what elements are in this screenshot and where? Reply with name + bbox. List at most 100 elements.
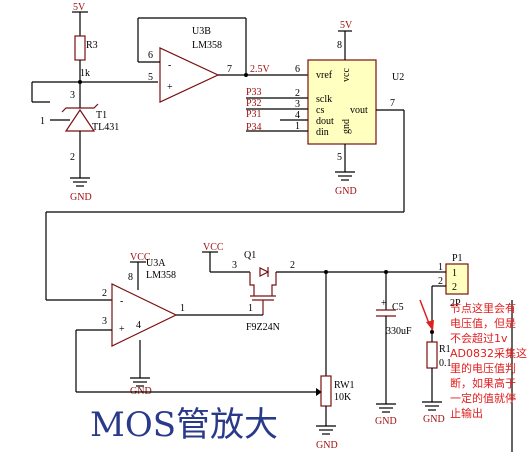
u2-dout: dout (316, 116, 334, 127)
ground-symbol-u3a (130, 377, 150, 387)
rw1-value: 10K (334, 392, 352, 403)
u2-ref: U2 (392, 72, 404, 83)
r1-ref: R1 (439, 344, 451, 355)
u3b-pin7: 7 (227, 64, 232, 75)
u2-gnd: gnd (341, 119, 352, 134)
power-5v-top-left: 5V (73, 2, 86, 13)
opamp-u3a (111, 283, 178, 347)
rw1-wiper-arrow (316, 388, 322, 396)
annotation-line-2: 不会超过1v (450, 331, 508, 345)
u3a-plus: + (119, 324, 125, 335)
mosfet-q1 (249, 267, 277, 315)
u2-din: din (316, 127, 329, 138)
u2-pin8: 8 (337, 40, 342, 51)
net-2v5: 2.5V (250, 64, 271, 75)
annotation-line-7: 止输出 (450, 406, 483, 420)
annotation-note: 节点这里会有 电压值，但是 不会超过1v AD0832采集这 里的电压值判 断，… (450, 301, 527, 420)
annotation-line-6: 一定的值就停 (450, 391, 516, 405)
u3a-value: LM358 (146, 270, 176, 281)
t1-pin3: 3 (70, 90, 75, 101)
u3a-pin3: 3 (102, 316, 107, 327)
annotation-line-1: 电压值，但是 (450, 317, 516, 330)
resistor-r1 (426, 341, 438, 369)
u2-vcc: vcc (341, 68, 352, 82)
page-title: MOS管放大 (90, 405, 278, 445)
net-p34: P34 (246, 122, 262, 133)
annotation-arrowhead (426, 320, 434, 331)
u3b-ref: U3B (192, 26, 211, 37)
r3-ref: R3 (86, 40, 98, 51)
annotation-line-4: 里的电压值判 (450, 361, 516, 375)
u3a-pin4: 4 (136, 320, 141, 331)
u2-pin6: 6 (295, 64, 300, 75)
t1-value: TL431 (92, 122, 119, 133)
junction (244, 73, 248, 77)
p1-value: 2P (450, 298, 461, 309)
r1-value: 0.1 (439, 358, 452, 369)
u3b-pin5: 5 (148, 72, 153, 83)
q1-value: F9Z24N (246, 322, 280, 333)
power-5v-u2: 5V (340, 20, 353, 31)
q1-pin3: 3 (232, 260, 237, 271)
c5-polarity: + (381, 298, 387, 309)
potentiometer-rw1 (320, 375, 332, 407)
t1-pin1: 1 (40, 116, 45, 127)
u2-pin4: 4 (295, 110, 300, 121)
gnd-label-rw1: GND (316, 440, 338, 451)
annotation-line-3: AD0832采集这 (450, 346, 527, 360)
u2-pin2: 2 (295, 88, 300, 99)
u3a-pin8: 8 (128, 272, 133, 283)
u2-pin5: 5 (337, 152, 342, 163)
u3a-ref: U3A (146, 258, 166, 269)
u2-pin3: 3 (295, 99, 300, 110)
net-p32: P32 (246, 98, 262, 109)
p1-pin1: 1 (438, 262, 443, 273)
q1-pin1: 1 (248, 303, 253, 314)
c5-value: 330uF (386, 326, 412, 337)
ground-symbol-u2 (335, 171, 355, 181)
u2-pin7: 7 (390, 98, 395, 109)
p1-pin2-label: 2 (452, 282, 457, 293)
net-p31: P31 (246, 109, 262, 120)
gnd-label-r1: GND (423, 414, 445, 425)
p1-pin1-label: 1 (452, 268, 457, 279)
q1-pin2: 2 (290, 260, 295, 271)
u3b-minus: - (168, 60, 171, 71)
u2-vout: vout (350, 105, 368, 116)
annotation-line-0: 节点这里会有 (450, 301, 516, 315)
ground-symbol-t1 (70, 177, 90, 187)
ground-symbol-r1 (422, 401, 442, 411)
annotation-line-5: 断，如果高于 (450, 376, 516, 390)
q1-ref: Q1 (244, 250, 256, 261)
t1-ref: T1 (96, 110, 107, 121)
r3-value: 1k (80, 68, 90, 79)
rw1-ref: RW1 (334, 380, 355, 391)
ic-u2 (307, 59, 377, 145)
u3a-pin1: 1 (180, 303, 185, 314)
u2-pin1: 1 (295, 121, 300, 132)
net-p33: P33 (246, 87, 262, 98)
gnd-label-t1: GND (70, 192, 92, 203)
u3b-plus: + (167, 82, 173, 93)
ground-symbol-rw1 (316, 425, 336, 435)
ground-symbol-c5 (376, 403, 396, 413)
resistor-r3 (74, 35, 86, 61)
u2-cs: cs (316, 105, 324, 116)
vcc-label-q1: VCC (203, 242, 224, 253)
gnd-label-c5: GND (375, 416, 397, 427)
c5-ref: C5 (392, 302, 404, 313)
vcc-label-u3a: VCC (130, 252, 151, 263)
p1-pin2: 2 (438, 276, 443, 287)
u2-sclk: sclk (316, 94, 332, 105)
u3a-pin2: 2 (102, 288, 107, 299)
p1-ref: P1 (452, 253, 463, 264)
junction-sense-node (430, 330, 434, 334)
u3b-value: LM358 (192, 40, 222, 51)
u3a-minus: - (120, 296, 123, 307)
opamp-u3b (159, 47, 220, 103)
gnd-label-u2: GND (335, 186, 357, 197)
u2-vref: vref (316, 70, 333, 81)
tl431-body (64, 108, 96, 132)
connector-p1 (445, 263, 469, 295)
